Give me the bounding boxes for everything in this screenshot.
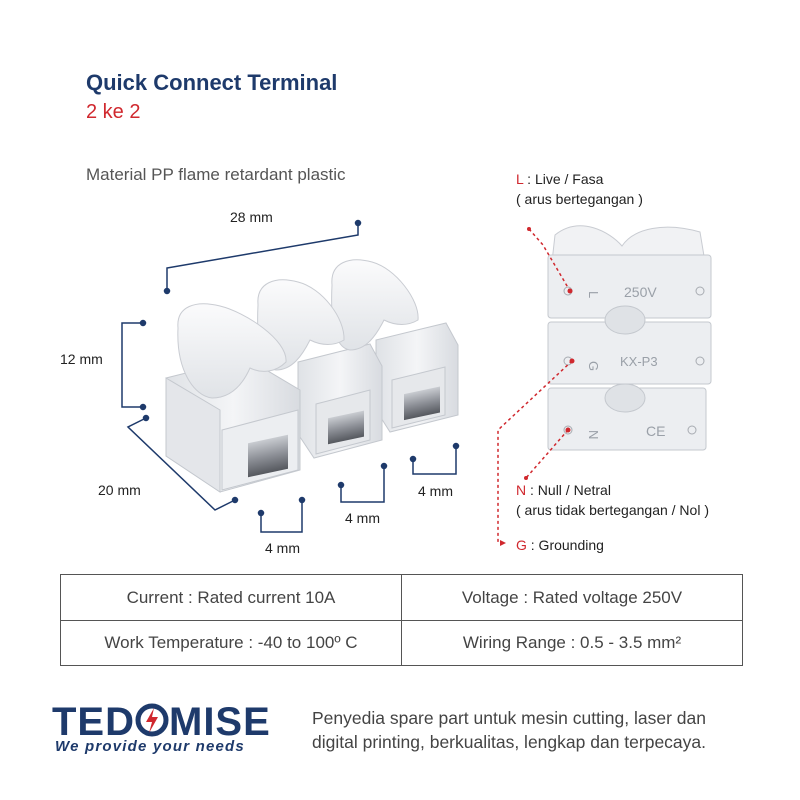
null-note: ( arus tidak bertegangan / Nol ) — [516, 502, 709, 518]
specs-table: Current : Rated current 10A Voltage : Ra… — [60, 574, 743, 666]
svg-text:G: G — [586, 361, 601, 371]
live-key: L — [516, 171, 524, 187]
brand-description: Penyedia spare part untuk mesin cutting,… — [312, 706, 706, 754]
connector-body — [165, 322, 459, 493]
material-note: Material PP flame retardant plastic — [86, 165, 346, 184]
marking-voltage: 250V — [624, 284, 657, 300]
brand-name-left: TED — [52, 700, 135, 744]
live-note: ( arus bertegangan ) — [516, 191, 643, 207]
marking-cert: CE — [646, 423, 665, 439]
dim-width-label: 28 mm — [230, 209, 273, 225]
annotation-ground: G : Grounding — [516, 535, 604, 555]
spec-wiring: Wiring Range : 0.5 - 3.5 mm² — [401, 620, 742, 665]
ground-key: G — [516, 537, 527, 553]
connector-side-illustration: L G N 250V KX-P3 CE — [547, 225, 712, 451]
dim-pitch-label-3: 4 mm — [418, 483, 453, 499]
spec-voltage: Voltage : Rated voltage 250V — [401, 575, 742, 620]
brand-name-right: MISE — [169, 700, 271, 744]
description-line-2: digital printing, berkualitas, lengkap d… — [312, 732, 706, 752]
spec-temperature: Work Temperature : -40 to 100º C — [61, 620, 401, 665]
annotation-dots — [524, 227, 575, 480]
brand-tagline: We provide your needs — [55, 738, 245, 755]
dimension-lines — [121, 219, 460, 533]
marking-model: KX-P3 — [620, 354, 658, 369]
spec-current: Current : Rated current 10A — [126, 587, 336, 607]
lightning-o-icon — [135, 702, 169, 737]
null-text: : Null / Netral — [530, 482, 611, 498]
annotation-null: N : Null / Netral ( arus tidak bertegang… — [516, 480, 709, 520]
brand-logo: TED MISE — [52, 700, 271, 745]
annotation-live: L : Live / Fasa ( arus bertegangan ) — [516, 169, 643, 209]
ground-text: : Grounding — [530, 537, 604, 553]
dim-height-label: 12 mm — [60, 351, 103, 367]
dim-depth-label: 20 mm — [98, 482, 141, 498]
page-subtitle: 2 ke 2 — [86, 101, 141, 123]
description-line-1: Penyedia spare part untuk mesin cutting,… — [312, 708, 706, 728]
svg-text:L: L — [586, 291, 601, 298]
live-text: : Live / Fasa — [527, 171, 604, 187]
connector-levers — [177, 259, 419, 399]
null-key: N — [516, 482, 527, 498]
annotation-leaders — [497, 228, 573, 543]
page-title: Quick Connect Terminal — [86, 70, 338, 95]
svg-text:N: N — [586, 430, 601, 439]
dim-pitch-label-2: 4 mm — [345, 510, 380, 526]
dim-pitch-label-1: 4 mm — [265, 540, 300, 556]
